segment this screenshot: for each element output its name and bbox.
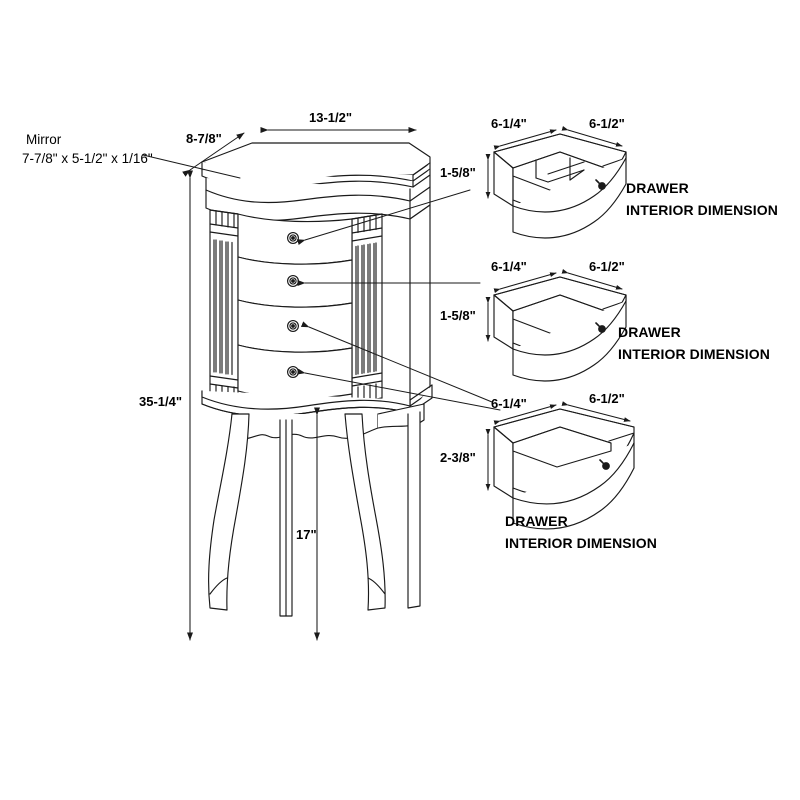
drawer-middle-width-label: 6-1/4" [491, 259, 527, 274]
drawer-middle-height-label: 1-5/8" [440, 308, 476, 323]
cabinet-width-label: 13-1/2" [309, 110, 353, 125]
cabinet-leg-frame [208, 403, 425, 617]
drawer-bottom-height-label: 2-3/8" [440, 450, 476, 465]
cabinet-depth-label: 8-7/8" [186, 131, 222, 146]
cabinet-left-pilaster [209, 209, 239, 401]
drawer-bottom-width-label: 6-1/4" [491, 396, 527, 411]
drawer-bottom-callout-line2: INTERIOR DIMENSION [505, 535, 657, 551]
drawer-middle-callout-line1: DRAWER [618, 324, 681, 340]
exploded-drawer-middle [493, 276, 627, 382]
drawer-middle-callout-line2: INTERIOR DIMENSION [618, 346, 770, 362]
cabinet-overall-height-label: 35-1/4" [139, 394, 183, 409]
drawer-top-depth-label: 6-1/2" [589, 116, 625, 131]
cabinet-bottom-moulding [201, 384, 433, 417]
mirror-label-line1: Mirror [26, 132, 62, 147]
cabinet-right-pilaster [351, 213, 383, 405]
drawer-middle-depth-label: 6-1/2" [589, 259, 625, 274]
drawer-bottom-depth-label: 6-1/2" [589, 391, 625, 406]
cabinet-leg-height-label: 17" [296, 527, 317, 542]
drawer-top-callout-line2: INTERIOR DIMENSION [626, 202, 778, 218]
exploded-drawer-bottom [493, 408, 635, 530]
drawer-top-callout-line1: DRAWER [626, 180, 689, 196]
mirror-label-line2: 7-7/8" x 5-1/2" x 1/16" [22, 151, 153, 166]
leader-lines [296, 189, 501, 411]
cabinet-drawer-knobs [287, 232, 299, 378]
drawer-bottom-callout-line1: DRAWER [505, 513, 568, 529]
dimension-lines [142, 125, 631, 641]
drawer-top-height-label: 1-5/8" [440, 165, 476, 180]
exploded-drawer-top [493, 133, 627, 239]
drawer-top-width-label: 6-1/4" [491, 116, 527, 131]
